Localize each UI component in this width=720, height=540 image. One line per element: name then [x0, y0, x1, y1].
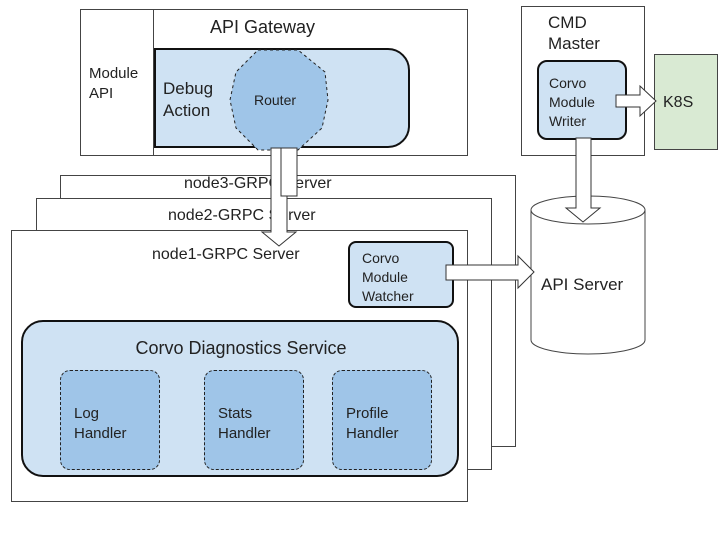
watcher-to-api-server-arrow: [445, 254, 535, 290]
debug-action-line-1: Debug: [163, 79, 214, 98]
module-api-line-2: API: [89, 85, 114, 102]
api-server-label: API Server: [541, 275, 624, 294]
api-gateway-title: API Gateway: [210, 17, 316, 37]
watcher-line-3: Watcher: [362, 288, 414, 304]
stats-handler-line-1: Stats: [218, 405, 253, 422]
log-handler-box: Log Handler: [60, 370, 160, 470]
log-handler-line-1: Log: [74, 405, 100, 422]
cmd-master-line-1: CMD: [548, 13, 587, 32]
router-to-node-shadow-arrow: [280, 147, 298, 197]
writer-line-1: Corvo: [549, 75, 587, 91]
stats-handler-line-2: Handler: [218, 425, 271, 442]
node1-server-label: node1-GRPC Server: [152, 246, 300, 263]
writer-line-3: Writer: [549, 113, 587, 129]
watcher-line-1: Corvo: [362, 250, 400, 266]
profile-handler-box: Profile Handler: [332, 370, 432, 470]
api-server-cylinder: [530, 195, 646, 355]
corvo-module-watcher-box: Corvo Module Watcher: [348, 241, 454, 308]
cmd-master-line-2: Master: [548, 34, 600, 53]
profile-handler-line-1: Profile: [346, 405, 389, 422]
k8s-label: K8S: [663, 94, 694, 111]
diagnostics-title: Corvo Diagnostics Service: [135, 338, 347, 358]
log-handler-line-2: Handler: [74, 425, 127, 442]
corvo-module-writer-box: Corvo Module Writer: [537, 60, 627, 140]
k8s-box: K8S: [654, 54, 718, 150]
watcher-line-2: Module: [362, 269, 408, 285]
writer-line-2: Module: [549, 94, 595, 110]
router-label: Router: [254, 92, 297, 108]
debug-action-line-2: Action: [163, 101, 211, 120]
router-shape: [229, 49, 329, 151]
writer-to-k8s-arrow: [615, 84, 657, 118]
stats-handler-box: Stats Handler: [204, 370, 304, 470]
module-api-line-1: Module: [89, 65, 139, 82]
profile-handler-line-2: Handler: [346, 425, 399, 442]
module-api-box: [80, 9, 154, 156]
writer-to-api-server-arrow: [564, 137, 602, 223]
